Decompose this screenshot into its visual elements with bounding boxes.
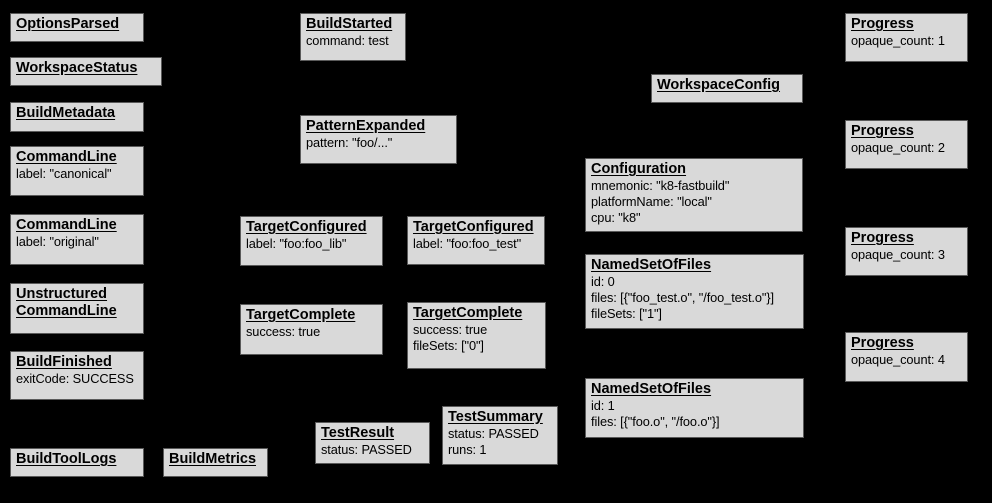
node-field: id: 1 <box>591 398 615 413</box>
node-field: success: true <box>413 322 488 337</box>
node-title: TargetComplete <box>246 307 356 323</box>
node-field: cpu: "k8" <box>591 210 641 225</box>
node-field: label: "original" <box>16 234 99 249</box>
node-field: opaque_count: 3 <box>851 247 945 262</box>
node-field: pattern: "foo/..." <box>306 135 393 150</box>
node-field: opaque_count: 1 <box>851 33 945 48</box>
node-title: OptionsParsed <box>16 16 120 32</box>
node-build-tool-logs: BuildToolLogs <box>10 448 144 477</box>
node-title: BuildToolLogs <box>16 451 117 467</box>
node-field: files: [{"foo.o", "/foo.o"}] <box>591 414 720 429</box>
node-field: mnemonic: "k8-fastbuild" <box>591 178 730 193</box>
node-title: Configuration <box>591 161 687 177</box>
node-field: opaque_count: 4 <box>851 352 945 367</box>
node-title: TargetComplete <box>413 305 523 321</box>
node-title: BuildStarted <box>306 16 393 32</box>
node-build-metrics: BuildMetrics <box>163 448 268 477</box>
node-title: CommandLine <box>16 149 117 165</box>
node-title: TargetConfigured <box>246 219 367 235</box>
node-title: Unstructured CommandLine <box>16 286 117 319</box>
node-field: fileSets: ["1"] <box>591 306 662 321</box>
node-workspace-status: WorkspaceStatus <box>10 57 162 86</box>
node-field: opaque_count: 2 <box>851 140 945 155</box>
node-field: command: test <box>306 33 389 48</box>
node-title: BuildFinished <box>16 354 112 370</box>
node-title: Progress <box>851 335 914 351</box>
node-field: platformName: "local" <box>591 194 712 209</box>
node-field: label: "foo:foo_test" <box>413 236 522 251</box>
node-options-parsed: OptionsParsed <box>10 13 144 42</box>
node-workspace-config: WorkspaceConfig <box>651 74 803 103</box>
node-field: label: "foo:foo_lib" <box>246 236 347 251</box>
node-field: exitCode: SUCCESS <box>16 371 134 386</box>
node-title: NamedSetOfFiles <box>591 381 712 397</box>
node-field: runs: 1 <box>448 442 487 457</box>
node-title: TargetConfigured <box>413 219 534 235</box>
node-title: Progress <box>851 16 914 32</box>
node-title: TestSummary <box>448 409 543 425</box>
node-title: CommandLine <box>16 217 117 233</box>
node-field: files: [{"foo_test.o", "/foo_test.o"}] <box>591 290 774 305</box>
node-field: fileSets: ["0"] <box>413 338 484 353</box>
node-title: WorkspaceConfig <box>657 77 781 93</box>
node-title: WorkspaceStatus <box>16 60 138 76</box>
node-field: status: PASSED <box>448 426 539 441</box>
node-title: TestResult <box>321 425 395 441</box>
node-title: BuildMetrics <box>169 451 257 467</box>
node-field: status: PASSED <box>321 442 412 457</box>
node-build-metadata: BuildMetadata <box>10 102 144 132</box>
node-title: BuildMetadata <box>16 105 116 121</box>
node-field: label: "canonical" <box>16 166 112 181</box>
node-title: Progress <box>851 123 914 139</box>
node-field: id: 0 <box>591 274 615 289</box>
node-title: PatternExpanded <box>306 118 426 134</box>
node-title: NamedSetOfFiles <box>591 257 712 273</box>
node-unstructured-command-line: Unstructured CommandLine <box>10 283 144 334</box>
node-field: success: true <box>246 324 321 339</box>
node-title: Progress <box>851 230 914 246</box>
